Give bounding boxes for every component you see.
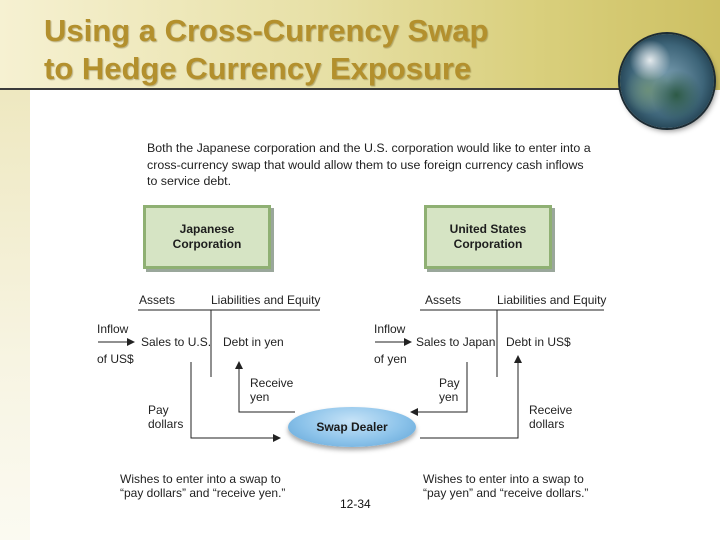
left-pay-label: Pay dollars (148, 403, 184, 431)
japanese-corporation-box: Japanese Corporation (143, 205, 271, 269)
slide-title: Using a Cross-Currency Swap to Hedge Cur… (44, 13, 489, 86)
left-receive-arrow (235, 361, 295, 413)
right-pay-label: Pay yen (439, 376, 460, 404)
right-wish-text: Wishes to enter into a swap to “pay yen”… (423, 472, 589, 500)
right-sales-label: Sales to Japan (416, 335, 496, 349)
right-inflow-label: Inflow (374, 322, 406, 336)
left-liabilities-header: Liabilities and Equity (211, 293, 321, 307)
intro-text: Both the Japanese corporation and the U.… (147, 141, 591, 188)
right-pay-arrow (410, 362, 468, 416)
slide-number: 12-34 (340, 497, 371, 511)
right-assets-header: Assets (425, 293, 462, 307)
right-liabilities-header: Liabilities and Equity (497, 293, 607, 307)
left-inflow-of-label: of US$ (97, 352, 134, 366)
swap-dealer-label: Swap Dealer (316, 420, 388, 434)
japanese-corporation-label: Japanese Corporation (172, 222, 242, 251)
right-receive-label: Receive dollars (529, 403, 573, 431)
left-inflow-label: Inflow (97, 322, 129, 336)
left-receive-label: Receive yen (250, 376, 294, 404)
right-debt-label: Debt in US$ (506, 335, 571, 349)
left-pay-arrow (190, 362, 281, 442)
left-debt-label: Debt in yen (223, 335, 284, 349)
header-rule (0, 88, 620, 90)
globe-image (620, 34, 714, 128)
us-corporation-label: United States Corporation (449, 222, 527, 251)
side-band (0, 90, 30, 540)
us-corporation-box: United States Corporation (424, 205, 552, 269)
right-receive-arrow (420, 355, 522, 439)
left-sales-label: Sales to U.S. (141, 335, 212, 349)
swap-dealer-ellipse: Swap Dealer (288, 407, 416, 447)
header-band (0, 0, 720, 90)
right-inflow-of-label: of yen (374, 352, 407, 366)
left-wish-text: Wishes to enter into a swap to “pay doll… (120, 472, 286, 500)
left-assets-header: Assets (139, 293, 176, 307)
